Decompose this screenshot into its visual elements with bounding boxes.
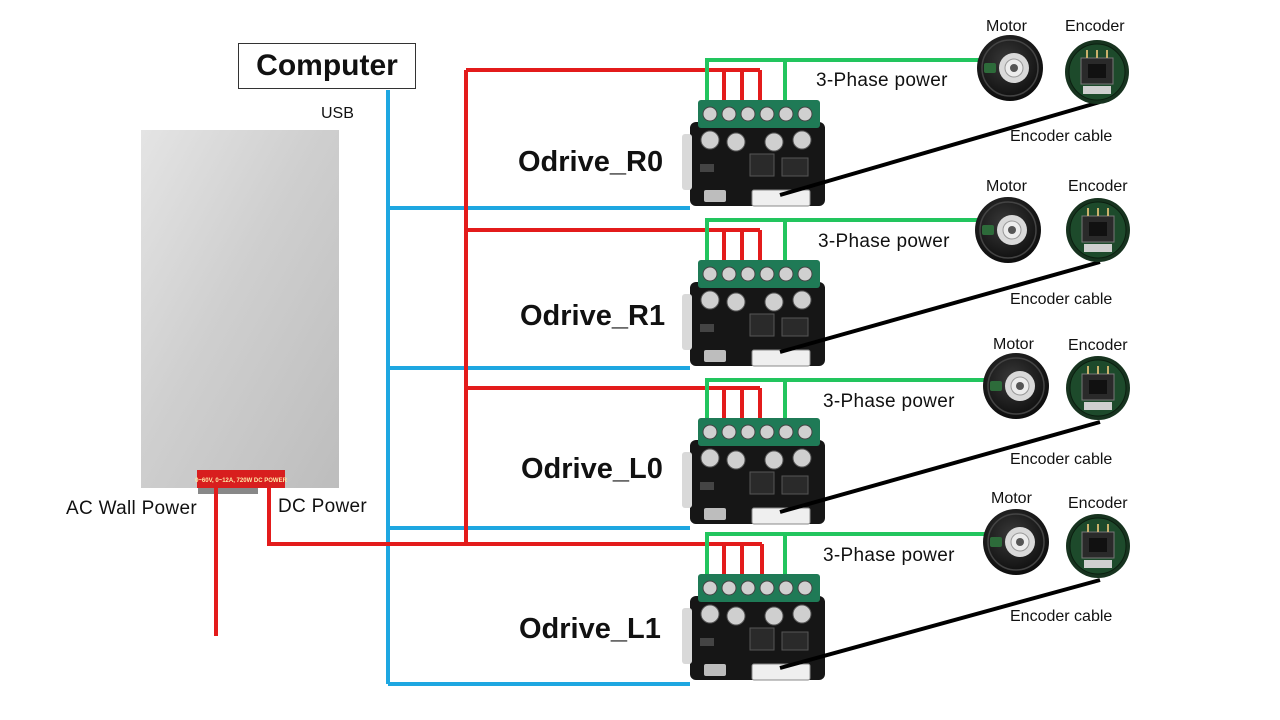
computer-label: Computer [256, 49, 398, 82]
power-supply: 0~60V, 0~12A, 720W DC POWER [141, 130, 339, 494]
encoder-cable-label: Encoder cable [1010, 608, 1113, 625]
encoder-label: Encoder [1068, 495, 1128, 512]
encoder-label: Encoder [1065, 18, 1125, 35]
encoder-icon [1065, 197, 1131, 263]
odrive-name-l1: Odrive_L1 [519, 613, 661, 645]
ac-wall-power-label: AC Wall Power [66, 498, 197, 519]
phase-power-label: 3-Phase power [818, 231, 950, 252]
odrive-name-l0: Odrive_L0 [521, 453, 663, 485]
motor-icon [976, 34, 1044, 102]
encoder-cable-label: Encoder cable [1010, 451, 1113, 468]
odrive-board-l1 [681, 532, 1101, 681]
encoder-icon [1064, 39, 1130, 105]
odrive-name-r1: Odrive_R1 [520, 300, 666, 332]
odrive-board-r1 [681, 218, 1101, 367]
psu-sticker-text: 0~60V, 0~12A, 720W DC POWER [195, 478, 287, 484]
usb-label: USB [321, 105, 354, 122]
motor-label: Motor [986, 18, 1027, 35]
encoder-label: Encoder [1068, 178, 1128, 195]
dc-power-label: DC Power [278, 496, 367, 517]
phase-power-label: 3-Phase power [823, 545, 955, 566]
motor-icon [982, 508, 1050, 576]
encoder-icon [1065, 355, 1131, 421]
odrive-name-r0: Odrive_R0 [518, 146, 664, 178]
computer-box: Computer [238, 43, 416, 89]
motor-icon [974, 196, 1042, 264]
dc-power-lines [214, 68, 762, 636]
motor-label: Motor [991, 490, 1032, 507]
encoder-label: Encoder [1068, 337, 1128, 354]
motor-label: Motor [986, 178, 1027, 195]
usb-lines [386, 90, 690, 686]
encoder-cable-label: Encoder cable [1010, 291, 1113, 308]
motor-icon [982, 352, 1050, 420]
phase-power-label: 3-Phase power [823, 391, 955, 412]
encoder-icon [1065, 513, 1131, 579]
encoder-cable-label: Encoder cable [1010, 128, 1113, 145]
phase-power-label: 3-Phase power [816, 70, 948, 91]
odrive-board-r0 [681, 58, 1101, 207]
odrive-board-l0 [681, 378, 1101, 525]
motor-label: Motor [993, 336, 1034, 353]
